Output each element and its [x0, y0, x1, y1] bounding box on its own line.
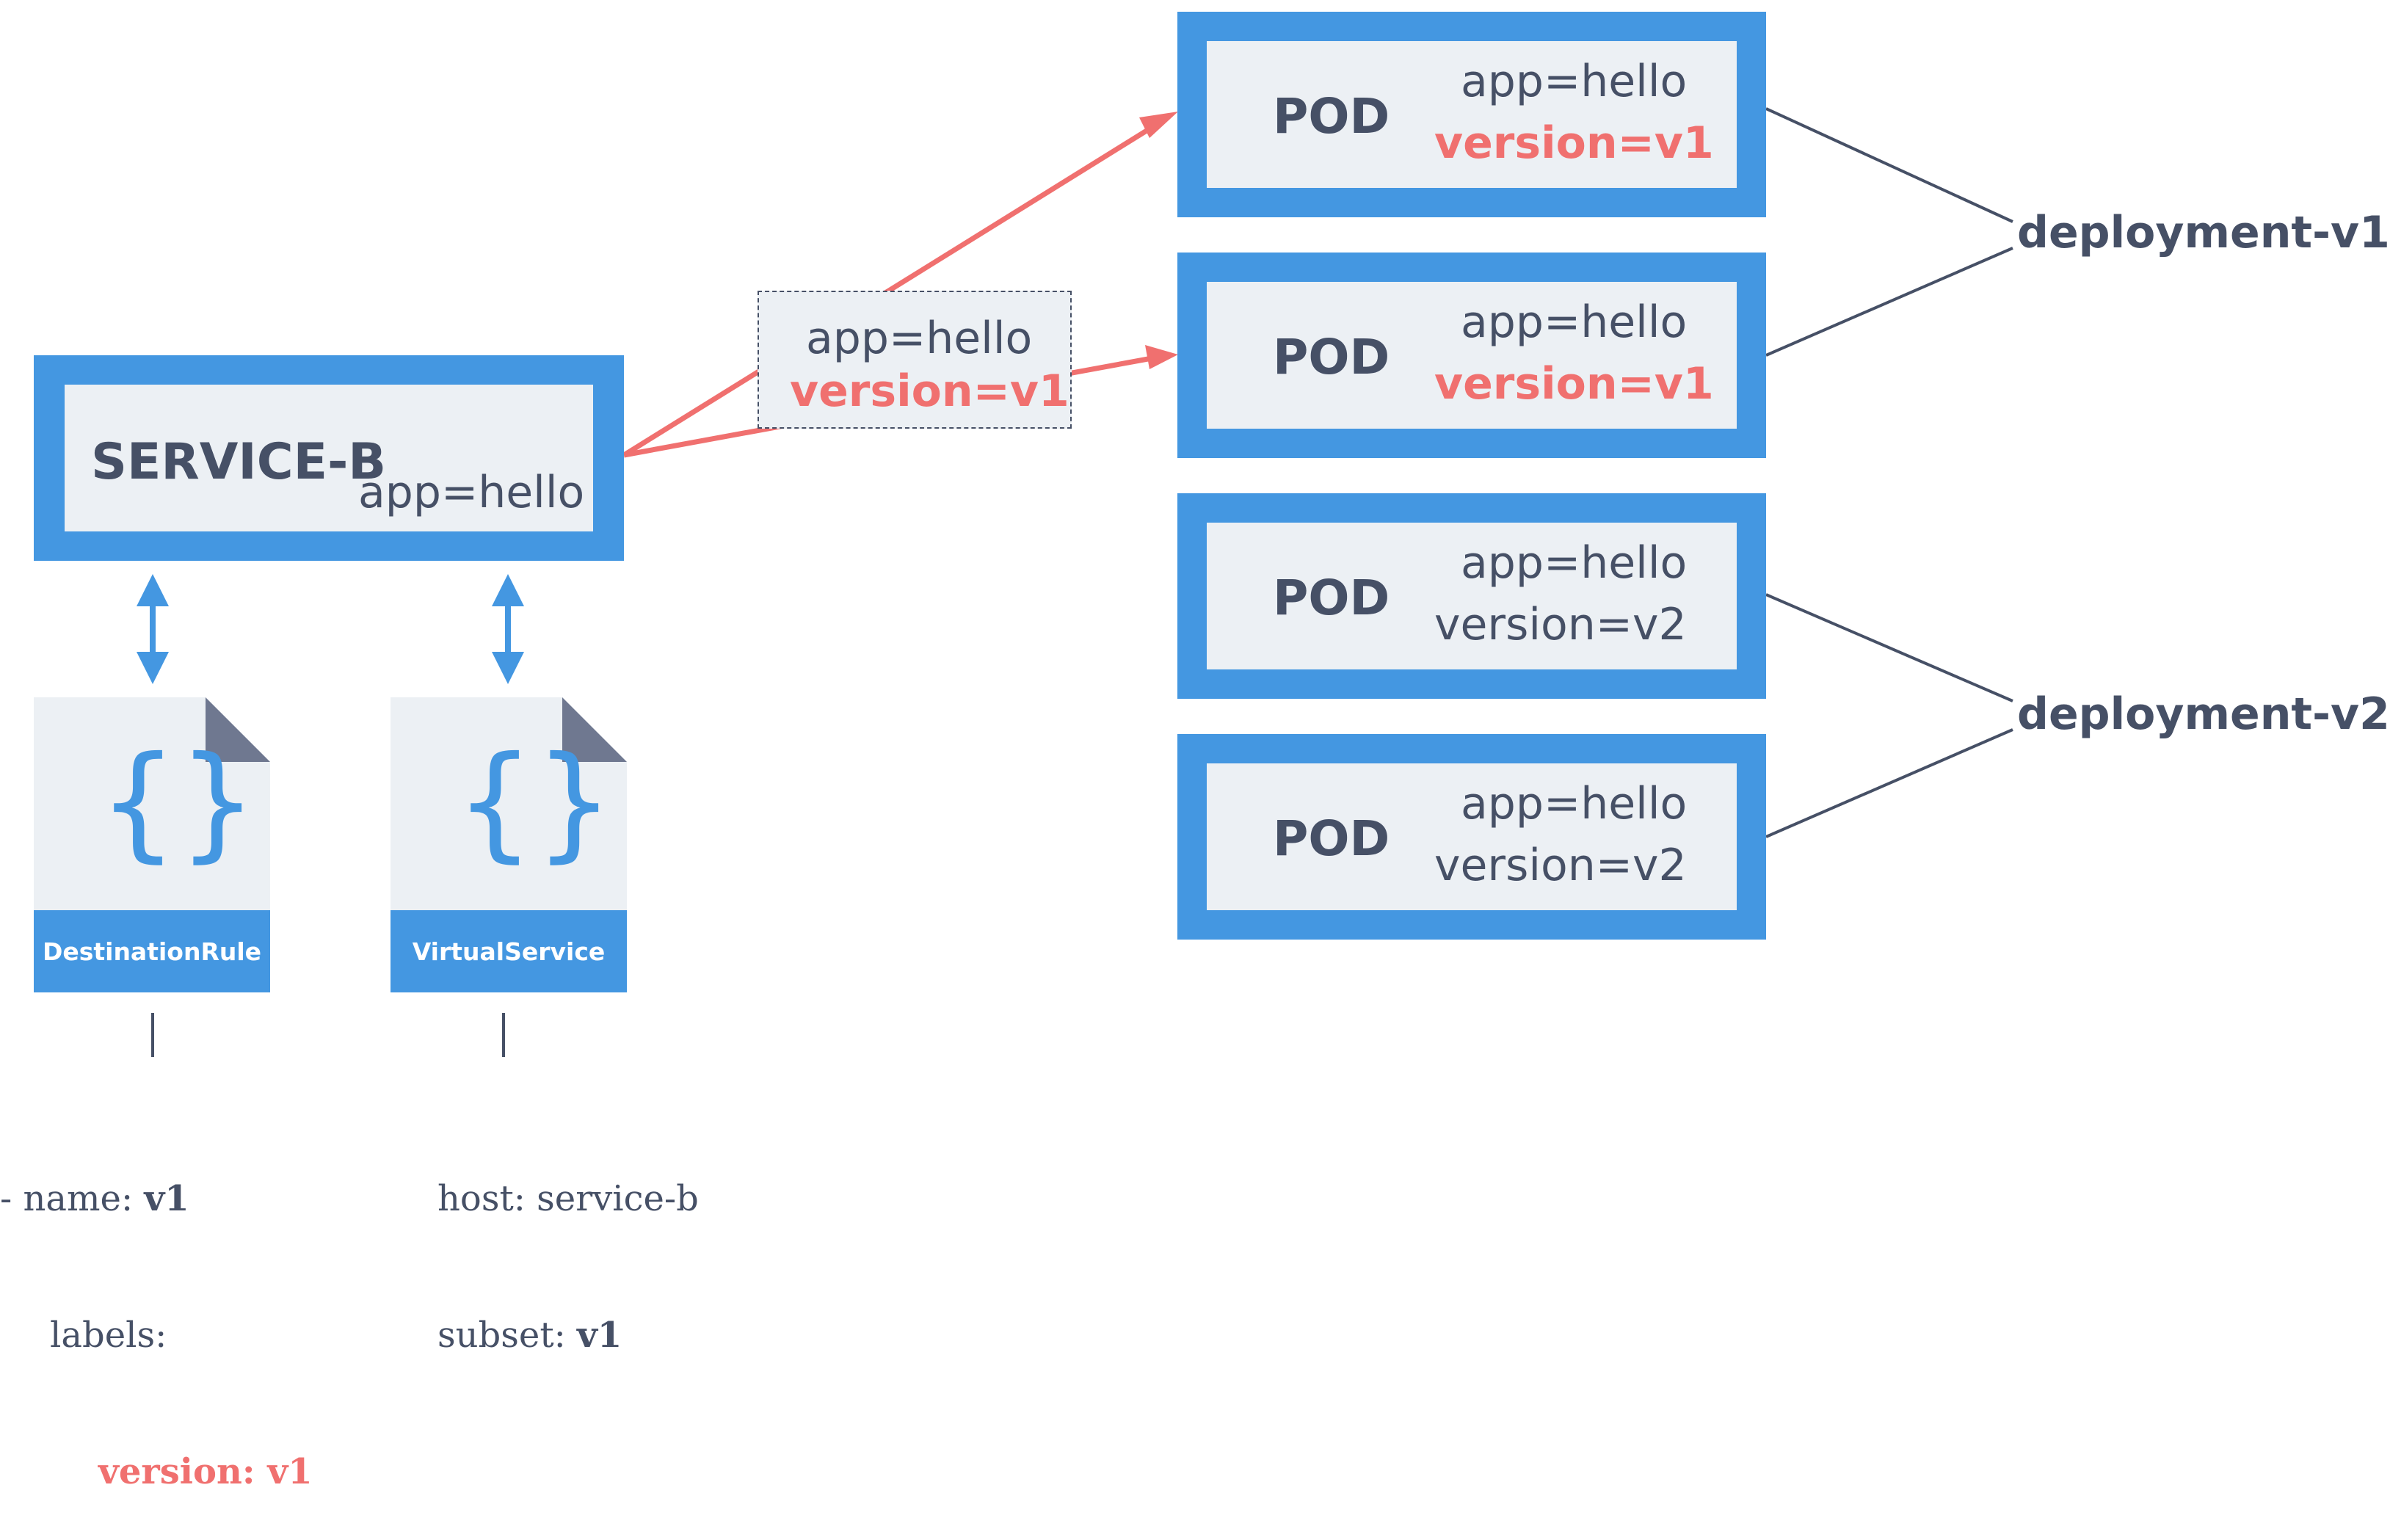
code-line-labels: labels: [50, 1315, 167, 1356]
virtualservice-doc[interactable]: {} VirtualService [391, 697, 627, 992]
destinationrule-doc[interactable]: {} DestinationRule [34, 697, 270, 992]
destinationrule-title: DestinationRule [34, 910, 270, 992]
deployment-v2-label: deployment-v2 [2017, 689, 2390, 740]
page-fold-icon [562, 697, 627, 762]
pod-version-label-4: version=v2 [1434, 840, 1687, 891]
json-braces-icon: {} [455, 730, 614, 875]
pod-title-3: POD [1273, 570, 1390, 626]
pod-app-label-3: app=hello [1461, 537, 1688, 589]
service-b-title: SERVICE-B [91, 433, 387, 491]
double-arrow-destinationrule [137, 574, 169, 684]
service-b-panel: SERVICE-B app=hello [65, 385, 593, 531]
route-arrowhead-pod-2 [1145, 345, 1178, 369]
double-arrow-virtualservice [492, 574, 524, 684]
virtualservice-title: VirtualService [391, 910, 627, 992]
pod-box-1: POD app=hello version=v1 [1177, 12, 1766, 217]
code-line-version: version: v1 [98, 1451, 313, 1492]
deploy-line-v1-a [1765, 107, 2013, 223]
json-braces-icon: {} [98, 730, 258, 875]
pod-version-label-2: version=v1 [1434, 358, 1714, 410]
code-line-host: host: service-b [437, 1178, 699, 1219]
deploy-line-v2-a [1765, 593, 2013, 702]
pod-version-label-3: version=v2 [1434, 599, 1687, 650]
virtualservice-code: host: service-b subset: v1 [437, 1085, 699, 1403]
pod-box-3: POD app=hello version=v2 [1177, 493, 1766, 699]
selector-label-box: app=hello version=v1 [758, 291, 1072, 429]
pod-panel-1: POD app=hello version=v1 [1207, 41, 1737, 188]
pod-app-label-4: app=hello [1461, 778, 1688, 829]
pod-title-2: POD [1273, 329, 1390, 385]
deployment-v1-label: deployment-v1 [2017, 207, 2390, 258]
selector-app-label: app=hello [806, 313, 1033, 364]
service-b-box: SERVICE-B app=hello [34, 355, 624, 561]
code-line-name: - name: v1 [0, 1178, 189, 1219]
code-line-subset: subset: v1 [437, 1315, 622, 1356]
pod-title-4: POD [1273, 810, 1390, 867]
pod-panel-2: POD app=hello version=v1 [1207, 282, 1737, 429]
pod-box-4: POD app=hello version=v2 [1177, 734, 1766, 940]
pod-box-2: POD app=hello version=v1 [1177, 253, 1766, 458]
pod-app-label-1: app=hello [1461, 56, 1688, 107]
route-arrowhead-pod-1 [1139, 112, 1178, 138]
selector-version-label: version=v1 [790, 366, 1069, 417]
pod-app-label-2: app=hello [1461, 297, 1688, 348]
service-b-label: app=hello [358, 467, 585, 518]
deploy-line-v1-b [1765, 247, 2013, 357]
pod-panel-4: POD app=hello version=v2 [1207, 763, 1737, 910]
pod-version-label-1: version=v1 [1434, 117, 1714, 169]
deploy-line-v2-b [1765, 728, 2013, 838]
pod-panel-3: POD app=hello version=v2 [1207, 523, 1737, 669]
destinationrule-code: - name: v1 labels: version: v1 [0, 1085, 313, 1540]
pod-title-1: POD [1273, 88, 1390, 145]
page-fold-icon [206, 697, 270, 762]
route-arrow-pod-1 [622, 123, 1158, 457]
